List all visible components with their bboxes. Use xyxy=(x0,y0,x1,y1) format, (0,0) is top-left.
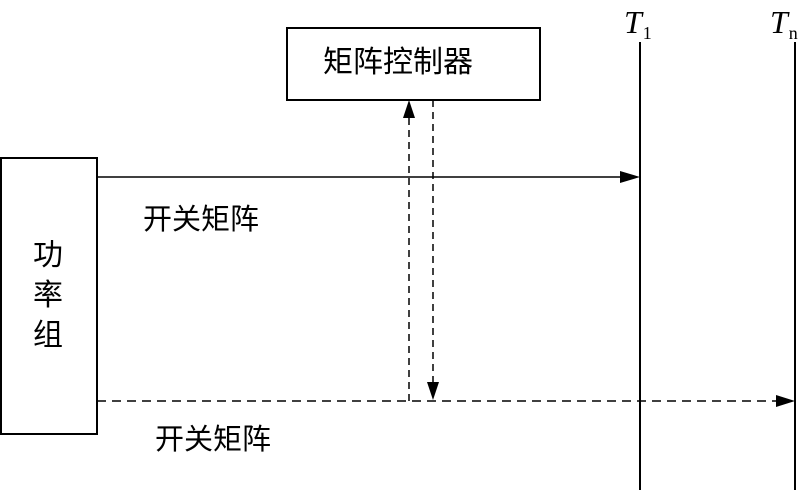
timeline-t1-subscript: 1 xyxy=(642,23,652,43)
timeline-t1-label: T1 xyxy=(624,4,652,42)
timeline-tn-label: Tn xyxy=(770,4,798,42)
power-group-label: 功 率 组 xyxy=(28,236,68,356)
power-group-char-2: 率 xyxy=(33,278,63,313)
power-group-box xyxy=(0,157,98,435)
controller-box xyxy=(286,27,541,101)
timeline-tn-subscript: n xyxy=(788,23,798,43)
dashed-edge-label: 开关矩阵 xyxy=(155,422,272,456)
solid-arrow-head xyxy=(620,171,640,183)
controller-label: 矩阵控制器 xyxy=(323,45,473,80)
power-group-char-1: 功 xyxy=(33,238,63,273)
solid-edge-label: 开关矩阵 xyxy=(143,202,260,236)
timeline-tn-symbol: T xyxy=(770,4,788,40)
dashed-down-arrow-head xyxy=(427,382,439,400)
dashed-arrow-head xyxy=(776,395,795,407)
timeline-t1-symbol: T xyxy=(624,4,642,40)
dashed-up-arrow-head xyxy=(403,100,415,118)
power-group-char-3: 组 xyxy=(33,318,63,353)
